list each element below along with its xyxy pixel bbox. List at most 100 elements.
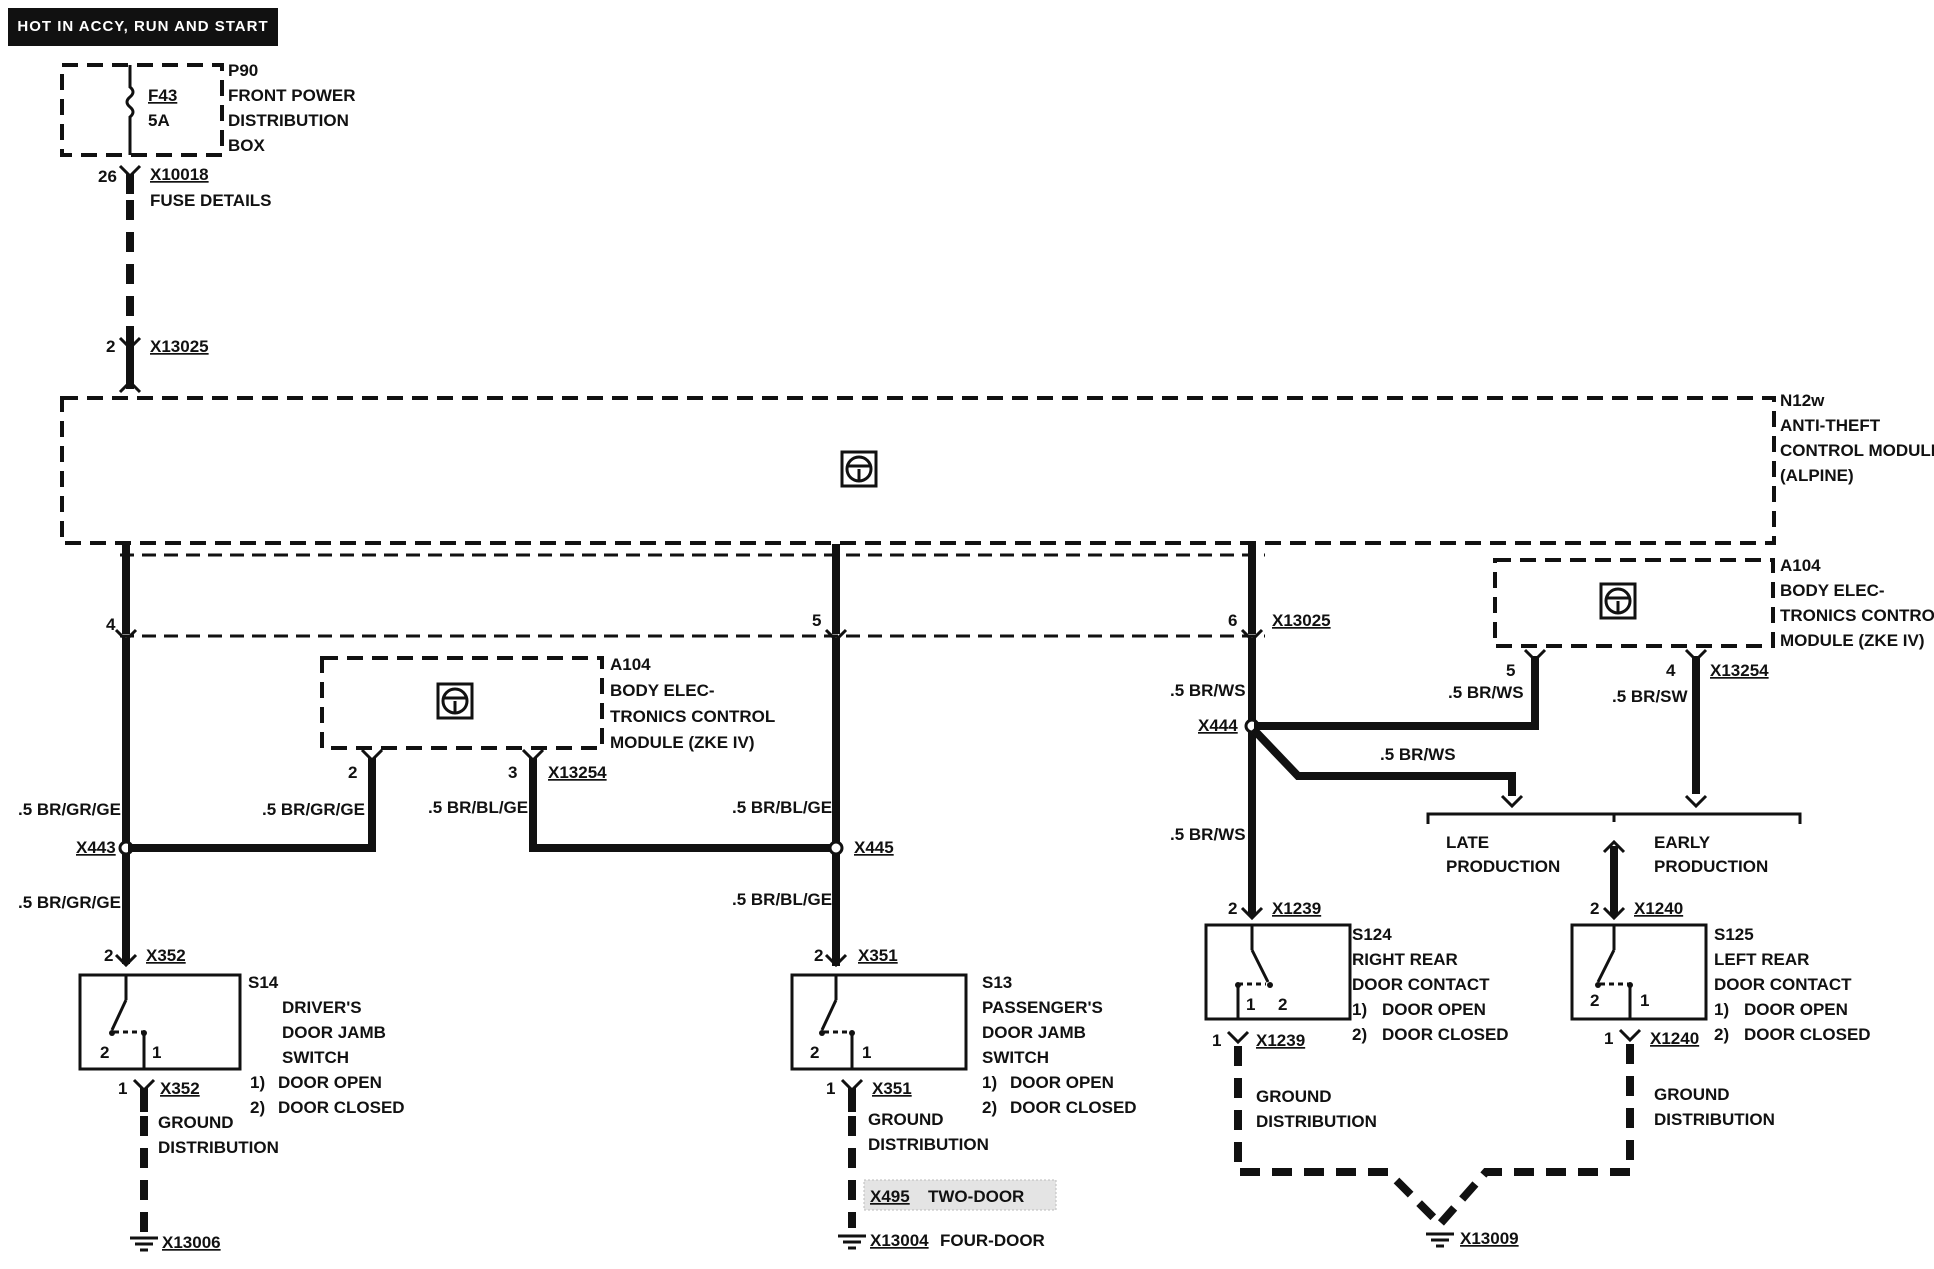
ground-x13004: X13004 FOUR-DOOR — [838, 1231, 1045, 1250]
wire-zke-pin3-to-x445 — [529, 758, 834, 852]
module-line-2: TRONICS CONTROL — [610, 707, 775, 726]
wire-x444-to-zke-pin5 — [1254, 656, 1539, 730]
ground-line-1: GROUND — [158, 1113, 234, 1132]
connector-top-symbol — [114, 953, 138, 968]
early-production-line-2: PRODUCTION — [1654, 857, 1768, 876]
module-outline — [320, 656, 604, 750]
switch-pin-2: 2 — [810, 1043, 819, 1062]
connector-id: X13025 — [150, 337, 209, 356]
ground-x13009: X13009 — [1426, 1229, 1519, 1248]
connector-top-symbol — [1602, 906, 1626, 921]
position-1-num: 1) — [1352, 1000, 1367, 1019]
switch-outline — [1204, 923, 1352, 1021]
fuse-box-line-3: BOX — [228, 136, 266, 155]
connector-id: X10018 — [150, 165, 209, 184]
pin5-label: 5 — [812, 611, 821, 630]
connector-pin2-symbol — [360, 748, 384, 763]
module-line-1: BODY ELEC- — [1780, 581, 1885, 600]
switch-pin-1: 1 — [862, 1043, 871, 1062]
driver-door-jamb-switch-s14: 2 X352 2 1 S14 DRIVER'S DOOR JAMB SWITCH… — [78, 946, 405, 1157]
steering-wheel-icon — [1599, 582, 1637, 620]
connector-top-symbol — [1240, 906, 1264, 921]
wire-label-brsw: .5 BR/SW — [1612, 687, 1689, 706]
late-production-connector — [1500, 794, 1524, 809]
position-2-num: 2) — [982, 1098, 997, 1117]
connector-pin: 2 — [106, 337, 115, 356]
connector-x13025-top: 2 X13025 — [106, 336, 209, 394]
module-outline — [60, 396, 1776, 545]
switch-id: S124 — [1352, 925, 1392, 944]
position-1-num: 1) — [1714, 1000, 1729, 1019]
fuse-box-p90: F43 5A P90 FRONT POWER DISTRIBUTION BOX — [60, 61, 356, 157]
module-id: A104 — [1780, 556, 1821, 575]
module-line-2: CONTROL MODULE — [1780, 441, 1934, 460]
switch-pin-1: 1 — [1246, 995, 1255, 1014]
ground-line-2: DISTRIBUTION — [158, 1138, 279, 1157]
ground-id: X13009 — [1460, 1229, 1519, 1248]
ground-icon — [130, 1236, 158, 1252]
body-electronics-module-left: A104 BODY ELEC- TRONICS CONTROL MODULE (… — [320, 655, 775, 782]
wire-x444-to-late-production — [1250, 726, 1516, 796]
switch-line-2: DOOR CONTACT — [1714, 975, 1852, 994]
position-2-num: 2) — [1714, 1025, 1729, 1044]
position-2-num: 2) — [250, 1098, 265, 1117]
wire-label-brws-1: .5 BR/WS — [1170, 681, 1246, 700]
power-state-banner: HOT IN ACCY, RUN AND START — [8, 8, 278, 46]
switch-id: S14 — [248, 973, 279, 992]
fuse-rating: 5A — [148, 111, 170, 130]
splice-x445 — [828, 840, 844, 856]
module-id: A104 — [610, 655, 651, 674]
ground-x495-two-door: X495 TWO-DOOR — [863, 1179, 1057, 1211]
ground-line-1: GROUND — [1654, 1085, 1730, 1104]
switch-line-2: DOOR CONTACT — [1352, 975, 1490, 994]
fuse-box-outline — [60, 63, 224, 157]
top-connector: X351 — [858, 946, 898, 965]
top-pin: 2 — [1228, 899, 1237, 918]
wire-label-brblge-1: .5 BR/BL/GE — [428, 798, 528, 817]
position-2-text: DOOR CLOSED — [1744, 1025, 1871, 1044]
pin5-label: 5 — [1506, 661, 1515, 680]
pin3-label: 3 — [508, 763, 517, 782]
fuse-box-id: P90 — [228, 61, 258, 80]
fuse-id: F43 — [148, 86, 177, 105]
late-production-line-2: PRODUCTION — [1446, 857, 1560, 876]
switch-pin-2: 2 — [1590, 991, 1599, 1010]
position-2-text: DOOR CLOSED — [1382, 1025, 1509, 1044]
connector-top-symbol — [824, 953, 848, 968]
wire-label-brblge-2: .5 BR/BL/GE — [732, 798, 832, 817]
module-line-3: MODULE (ZKE IV) — [610, 733, 755, 752]
wire-label-brblge-3: .5 BR/BL/GE — [732, 890, 832, 909]
body-electronics-module-right: A104 BODY ELEC- TRONICS CONTROL MODULE (… — [1493, 556, 1934, 680]
splice-x443-label: X443 — [76, 838, 116, 857]
position-1-text: DOOR OPEN — [1382, 1000, 1486, 1019]
ground-line-2: DISTRIBUTION — [868, 1135, 989, 1154]
connector-symbol-lower — [118, 379, 142, 394]
switch-blade — [110, 999, 128, 1031]
wire-label-brgrge-3: .5 BR/GR/GE — [262, 800, 365, 819]
module-line-1: BODY ELEC- — [610, 681, 715, 700]
top-pin: 2 — [1590, 899, 1599, 918]
ground-note: FOUR-DOOR — [940, 1231, 1045, 1250]
ground-line-1: GROUND — [868, 1110, 944, 1129]
top-pin: 2 — [814, 946, 823, 965]
left-rear-door-contact-s125: 2 X1240 2 1 S125 LEFT REAR DOOR CONTACT … — [1570, 899, 1871, 1129]
connector-bottom-symbol — [1618, 1028, 1642, 1043]
bottom-connector: X352 — [160, 1079, 200, 1098]
connector-x10018: 26 X10018 FUSE DETAILS — [98, 164, 272, 210]
fuse-f43-symbol — [125, 65, 135, 155]
top-pin: 2 — [104, 946, 113, 965]
pin6-label: 6 — [1228, 611, 1237, 630]
module-id: N12w — [1780, 391, 1825, 410]
switch-line-1: RIGHT REAR — [1352, 950, 1458, 969]
production-bracket — [1426, 812, 1802, 824]
passenger-door-jamb-switch-s13: 2 X351 2 1 S13 PASSENGER'S DOOR JAMB SWI… — [790, 946, 1137, 1154]
switch-line-2: DOOR JAMB — [982, 1023, 1086, 1042]
switch-pin-2: 2 — [1278, 995, 1287, 1014]
switch-terminal-2 — [819, 1030, 825, 1036]
switch-outline — [1570, 923, 1708, 1021]
ground-icon — [1426, 1232, 1454, 1248]
ground-x13006: X13006 — [130, 1233, 221, 1252]
connector-pin5-symbol — [1523, 648, 1547, 663]
wire-label-brgrge-2: .5 BR/GR/GE — [18, 893, 121, 912]
